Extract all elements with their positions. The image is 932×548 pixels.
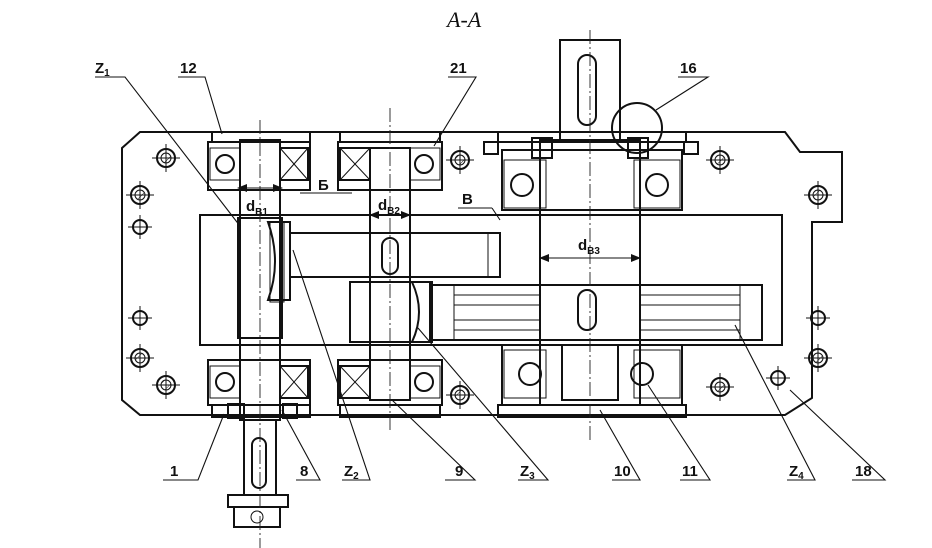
part-number-1: 1 [170,463,178,480]
d3-sub: B3 [587,246,600,257]
d1-sub: B1 [255,207,268,218]
housing-outline [121,131,843,416]
housing-bolts [126,144,832,409]
part-number-9: 9 [455,463,463,480]
d2-main: d [378,197,387,214]
detail-callout-circle [611,102,663,154]
housing-cavity [199,214,783,346]
svg-text:dB2: dB2 [378,197,400,217]
gear-label-z2-main: Z [344,463,353,480]
part-number-16: 16 [680,60,697,77]
seal-1 [227,403,245,419]
bearing-housing-top-1 [207,141,311,191]
input-shaft-assembly [207,131,311,528]
gear-label-z4-main: Z [789,463,798,480]
gear-label-z3-main: Z [520,463,529,480]
gear-label-z3-sub: 3 [529,471,535,482]
part-number-11: 11 [682,463,698,480]
part-number-12: 12 [180,60,197,77]
plane-label-b: Б [318,177,329,194]
leader-lines [95,76,887,481]
d3-main: d [578,237,587,254]
d2-sub: B2 [387,206,400,217]
gear-z1-teeth [269,221,285,303]
svg-text:dB1: dB1 [246,198,268,218]
intermediate-shaft-assembly [289,131,501,418]
svg-text:Z3: Z3 [520,463,535,482]
shaft-nut [227,494,289,508]
bearing-cover-top-3 [497,131,687,143]
svg-text:Z1: Z1 [95,60,110,79]
part-number-21: 21 [450,60,467,77]
part-number-18: 18 [855,463,872,480]
svg-text:Z4: Z4 [789,463,804,482]
d1-main: d [246,198,255,215]
plane-label-v: В [462,191,473,208]
output-shaft-assembly [431,39,763,418]
gear-label-z4-sub: 4 [798,471,804,482]
gear-label-z1-main: Z [95,60,104,77]
gear-label-z1-sub: 1 [104,68,110,79]
gear-label-z2-sub: 2 [353,471,359,482]
section-title: А-А [445,7,482,32]
svg-text:dB3: dB3 [578,237,600,257]
svg-text:Z2: Z2 [344,463,359,482]
part-number-8: 8 [300,463,308,480]
part-number-10: 10 [614,463,631,480]
bearing-cover-bottom-3 [497,404,687,418]
bearing-housing-bottom-1 [207,359,311,406]
